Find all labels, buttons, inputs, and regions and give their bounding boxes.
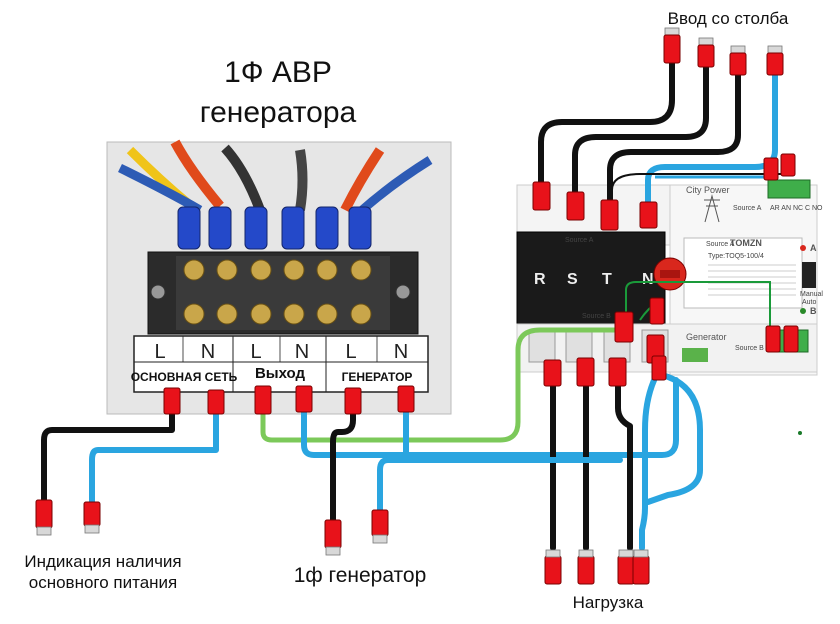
terminal-group-main: ОСНОВНАЯ СЕТЬ — [131, 370, 238, 384]
device-source-a-top: Source A — [733, 205, 762, 212]
lug-load-2 — [577, 549, 595, 585]
terminal-group-output: Выход — [255, 365, 306, 382]
device-phase-r: R — [534, 271, 546, 288]
device-phase-t: T — [602, 271, 612, 288]
lug-indication-l — [35, 499, 53, 536]
power-tower-icon — [704, 194, 720, 223]
terminal-letter-6: N — [394, 341, 408, 363]
device-b-mark: B — [810, 306, 817, 316]
device-manual: Manual — [800, 291, 823, 298]
title-line-2: генератора — [200, 96, 357, 129]
lug-generator-n — [371, 509, 389, 544]
caption-load: Нагрузка — [573, 593, 644, 612]
device-aux-label: AR AN NC C NO — [770, 205, 823, 212]
device-model: Type:TOQ5-100/4 — [708, 253, 764, 260]
lug-grid-l3 — [729, 45, 747, 76]
caption-generator: 1ф генератор — [294, 564, 427, 587]
lug-indication-n — [83, 501, 101, 534]
terminal-letter-2: N — [201, 341, 215, 363]
device-phase-n: N — [642, 271, 654, 288]
terminal-letter-1: L — [154, 341, 165, 363]
lug-generator-l — [324, 519, 342, 556]
device-source-b-low: Source B — [735, 345, 764, 352]
selector-knob-icon — [653, 257, 687, 291]
caption-indication-1: Индикация наличия — [24, 552, 181, 571]
caption-indication-2: основного питания — [29, 573, 178, 592]
stray-dot — [798, 431, 802, 435]
device-generator: Generator — [686, 332, 727, 342]
device-phase-s: S — [567, 271, 578, 288]
lug-load-3 — [617, 549, 635, 585]
device-brand: TOMZN — [730, 238, 762, 248]
caption-grid-input: Ввод со столба — [668, 9, 789, 28]
terminal-letter-5: L — [345, 341, 356, 363]
lug-grid-l2 — [697, 37, 715, 68]
device-city-power: City Power — [686, 185, 730, 195]
terminal-group-generator: ГЕНЕРАТОР — [342, 370, 413, 384]
terminal-box: L N L N L N ОСНОВНАЯ СЕТЬ Выход ГЕНЕРАТО… — [106, 139, 452, 415]
device-source-b-mid: Source B — [582, 313, 611, 320]
device-source-a-mid: Source A — [565, 237, 594, 244]
lug-grid-n — [766, 45, 784, 76]
lug-load-1 — [544, 549, 562, 585]
terminal-letter-3: L — [250, 341, 261, 363]
lugs — [35, 27, 799, 585]
lug-load-4 — [632, 549, 650, 585]
device-auto: Auto — [802, 299, 817, 306]
title-line-1: 1Ф АВР — [224, 56, 332, 89]
device-a-mark: A — [810, 243, 817, 253]
device-source-a-label: Source A — [706, 241, 735, 248]
terminal-letter-4: N — [295, 341, 309, 363]
lug-grid-l1 — [663, 27, 681, 64]
wires — [41, 57, 785, 551]
